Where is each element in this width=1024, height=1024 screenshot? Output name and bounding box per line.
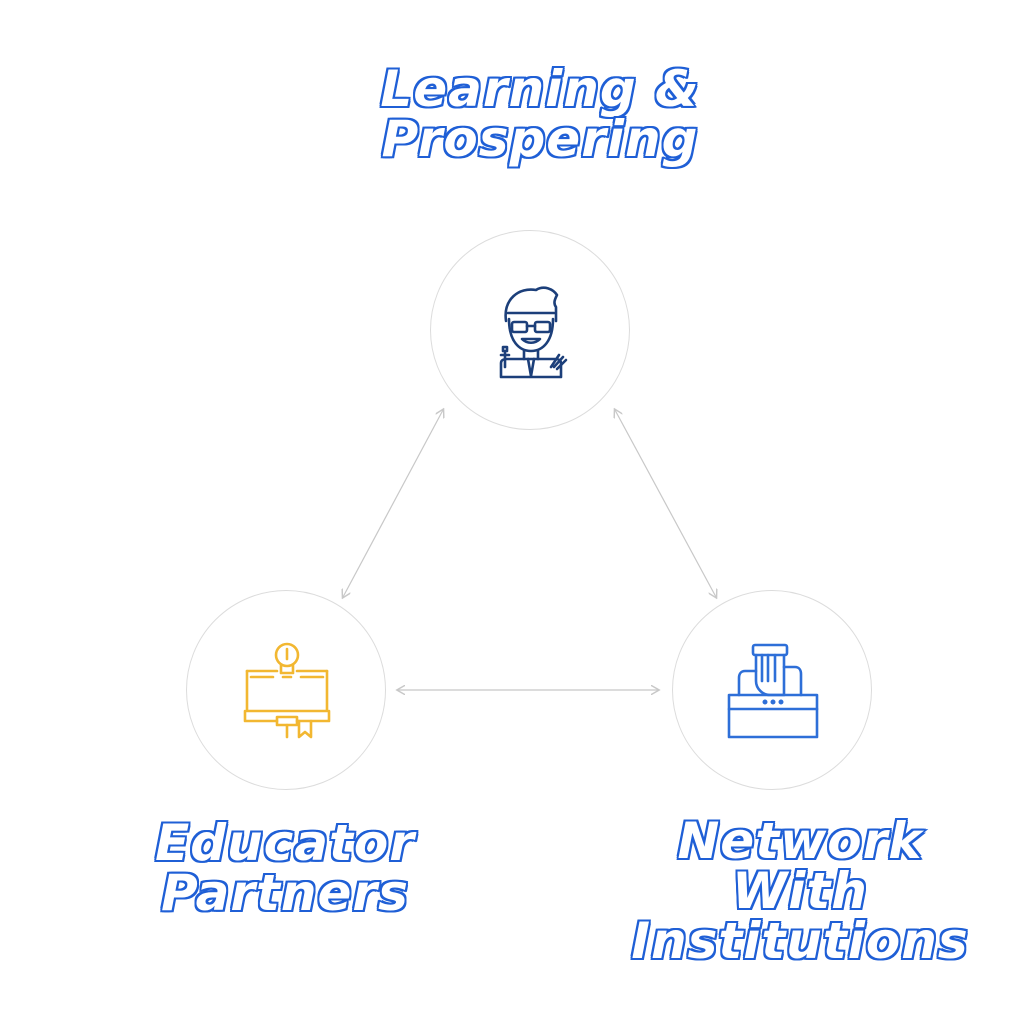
label-line: Institutions [630,912,969,970]
label-line: Prospering [380,110,699,168]
briefcase-handshake-icon [727,643,819,739]
label-learning-prospering: Learning & Prospering [330,60,750,168]
student-icon [499,286,568,379]
node-circle-right [672,590,872,790]
label-line: Learning & [379,60,700,118]
node-circle-left [186,590,386,790]
arrow-top-left [343,410,443,597]
node-circle-top [430,230,630,430]
book-lightbulb-icon [243,642,331,739]
label-line: Partners [160,864,410,922]
arrow-top-right [615,410,716,597]
label-network-institutions: Network With Institutions [610,812,990,970]
label-line: With [731,862,869,920]
label-educator-partners: Educator Partners [120,814,450,922]
label-line: Educator [154,814,416,872]
label-line: Network [676,812,923,870]
